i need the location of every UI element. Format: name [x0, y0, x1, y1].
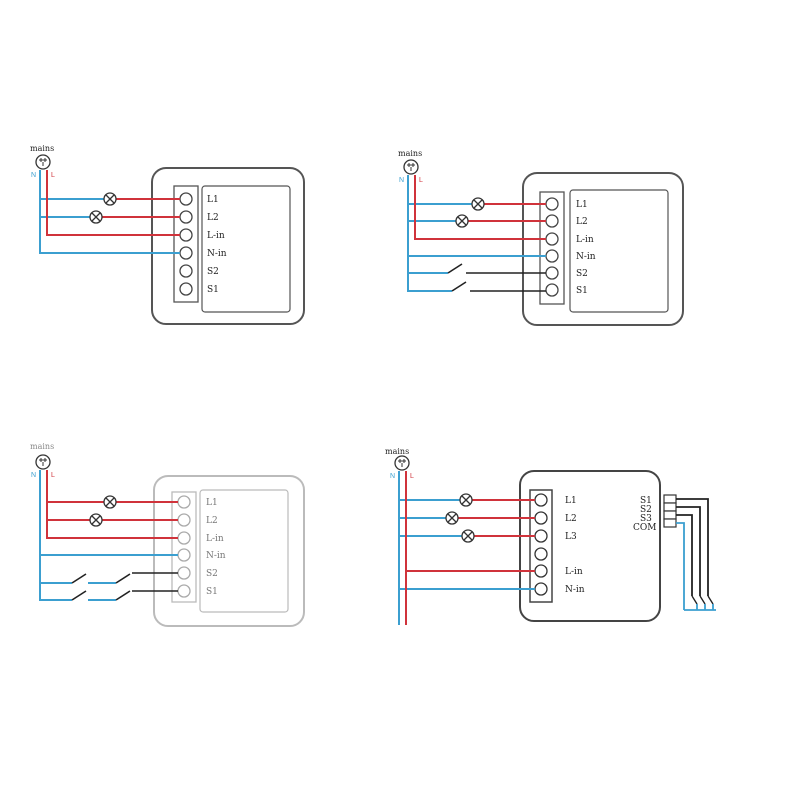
neutral-label: N [399, 177, 404, 184]
terminal-label: S2 [206, 569, 218, 579]
live-wire [414, 175, 546, 240]
live-label: L [410, 473, 414, 480]
terminal-label: L1 [565, 496, 577, 506]
terminal-label: L2 [207, 213, 219, 223]
terminal-label: S2 [207, 267, 219, 277]
terminal-label: N-in [206, 551, 226, 561]
terminal-label: L-in [206, 534, 224, 544]
terminal-label: S1 [576, 286, 588, 296]
terminal-screw-icon [177, 495, 191, 598]
terminal-label: L2 [206, 516, 218, 526]
mains-label: mains [30, 144, 54, 153]
terminal-label: L1 [207, 195, 219, 205]
terminal-label: N-in [207, 249, 227, 259]
terminal-block [171, 491, 197, 603]
neutral-label: N [31, 472, 36, 479]
module-label-panel [199, 489, 289, 613]
switch-common-wire [684, 604, 716, 611]
live-wire [46, 470, 178, 539]
module-label-panel [201, 185, 291, 313]
terminal-screw-icon [545, 197, 559, 297]
switch-icon [691, 595, 714, 605]
live-wire [405, 471, 535, 625]
module-label-panel [569, 189, 669, 313]
neutral-wire [39, 170, 180, 254]
terminal-label: L3 [565, 532, 577, 542]
terminal-label: L1 [576, 200, 588, 210]
terminal-screw-icon [179, 192, 193, 296]
switch-icon [71, 572, 178, 601]
switch-terminal-label: S3 [640, 514, 652, 524]
terminal-label: L-in [207, 231, 225, 241]
terminal-label: L2 [576, 217, 588, 227]
diagram-3: L1 L2 L-in N-in S2 S1 mains N L [30, 442, 305, 627]
neutral-label: N [390, 473, 395, 480]
module-body [519, 470, 661, 622]
lamp-icon [445, 493, 475, 543]
live-label: L [51, 172, 55, 179]
mains-label: mains [385, 447, 409, 456]
live-label: L [51, 472, 55, 479]
neutral-wire [39, 470, 178, 601]
lamp-icon [89, 192, 117, 224]
switch-wire [676, 498, 709, 596]
live-wire [46, 170, 180, 236]
terminal-label: S1 [206, 587, 218, 597]
diagram-2: L1 L2 L-in N-in S2 S1 mains N L [398, 149, 684, 326]
neutral-wire [398, 471, 535, 625]
mains-label: mains [30, 442, 54, 451]
terminal-label: S2 [576, 269, 588, 279]
neutral-label: N [31, 172, 36, 179]
lamp-icon [89, 495, 117, 527]
terminal-label: S1 [207, 285, 219, 295]
terminal-label: N-in [576, 252, 596, 262]
terminal-screw-icon [534, 493, 548, 596]
switch-terminal-label: COM [633, 523, 656, 533]
terminal-label: L1 [206, 498, 218, 508]
switch-connector [663, 494, 677, 528]
lamp-icon [455, 197, 485, 228]
terminal-label: L-in [565, 567, 583, 577]
live-label: L [419, 177, 423, 184]
diagram-1: L1 L2 L-in N-in S2 S1 mains N L [30, 144, 305, 325]
switch-icon [447, 263, 546, 292]
terminal-label: L-in [576, 235, 594, 245]
mains-label: mains [398, 149, 422, 158]
switch-terminal-label: S2 [640, 505, 652, 515]
terminal-label: L2 [565, 514, 577, 524]
diagram-4: L1 L2 L3 L-in N-in S1 S2 S3 COM [385, 447, 716, 625]
switch-common-wire [676, 522, 685, 610]
terminal-label: N-in [565, 585, 585, 595]
switch-terminal-label: S1 [640, 496, 652, 506]
